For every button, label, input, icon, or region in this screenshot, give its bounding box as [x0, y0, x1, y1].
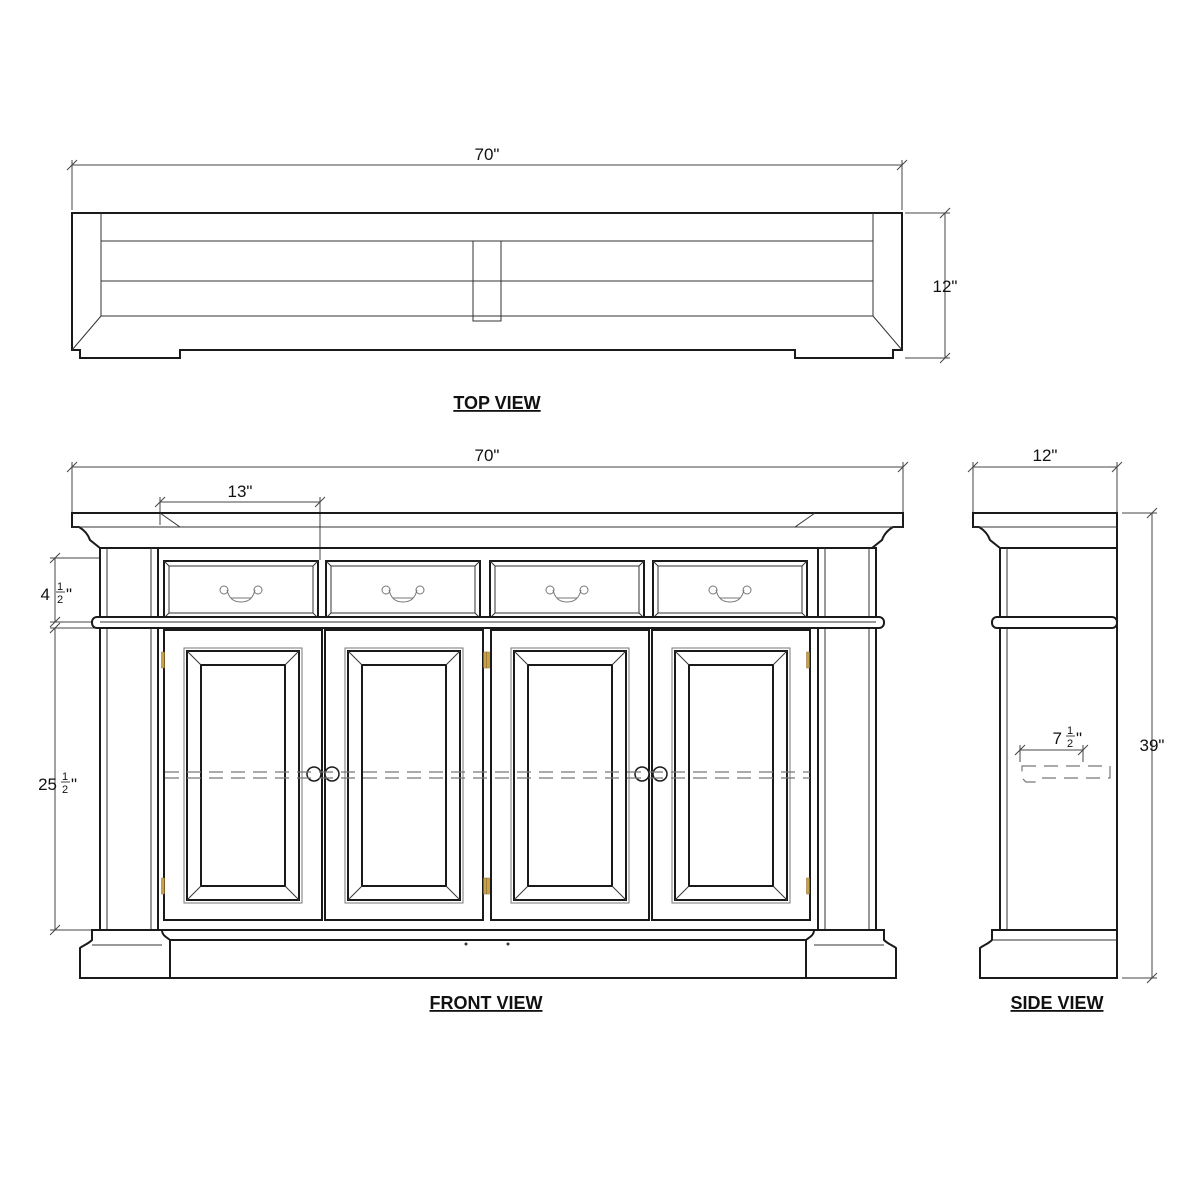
side-height-dimension-line [1122, 507, 1158, 984]
cabinet-height-den: 2 [62, 784, 68, 796]
shelf-depth-den: 2 [1067, 738, 1073, 750]
cabinet-height-label: 25 1 2 " [38, 771, 77, 796]
drawer-height-label: 4 1 2 " [41, 581, 73, 606]
drawer-width-label: 13" [228, 482, 253, 501]
door-4[interactable] [651, 629, 811, 921]
drawer-2[interactable] [325, 560, 481, 619]
cabinet-height-num: 1 [62, 771, 68, 783]
drawer-pull-2[interactable] [381, 585, 425, 603]
side-cornice [972, 512, 1118, 549]
drawer-3[interactable] [489, 560, 645, 619]
side-depth-label: 12" [1033, 446, 1058, 465]
shelf-depth-label: 7 1 2 " [1053, 725, 1083, 750]
side-view: 12" 39" 7 1 2 [967, 446, 1165, 1013]
side-shelf-hidden-line [1021, 765, 1111, 783]
drawer-height-whole: 4 [41, 585, 50, 604]
front-width-label: 70" [475, 446, 500, 465]
front-cornice-details [72, 512, 903, 528]
hinge-3-1 [486, 651, 490, 669]
shelf-depth-unit: " [1076, 729, 1082, 748]
door-2[interactable] [324, 629, 484, 921]
hinge-2-2 [483, 877, 487, 895]
door-knob-4[interactable] [652, 766, 668, 782]
drawer-pull-4[interactable] [708, 585, 752, 603]
door-knob-2[interactable] [324, 766, 340, 782]
cabinet-height-unit: " [71, 775, 77, 794]
hinge-4-1 [806, 651, 810, 669]
drawer-height-num: 1 [57, 581, 63, 593]
cabinet-height-whole: 25 [38, 775, 57, 794]
side-height-label: 39" [1140, 736, 1165, 755]
door-hinges [161, 651, 810, 895]
front-carcass [157, 547, 819, 931]
top-width-label: 70" [475, 145, 500, 164]
side-waist-molding [991, 616, 1118, 629]
base-screw-left [464, 942, 468, 946]
shelf-depth-num: 1 [1067, 725, 1073, 737]
door-row [163, 629, 811, 921]
door-3[interactable] [490, 629, 650, 921]
left-pilaster [99, 547, 159, 931]
drawer-height-unit: " [66, 585, 72, 604]
right-pilaster [817, 547, 877, 931]
drawer-height-den: 2 [57, 594, 63, 606]
shelf-depth-whole: 7 [1053, 729, 1062, 748]
drawer-width-dimension-line [154, 496, 326, 560]
top-depth-dimension-line [905, 207, 951, 364]
top-inner-lines [71, 213, 903, 351]
front-base-rail [169, 939, 807, 979]
side-depth-dimension-line [967, 461, 1123, 512]
front-view-label: FRONT VIEW [430, 993, 543, 1013]
front-cornice [71, 512, 904, 549]
door-knob-1[interactable] [306, 766, 322, 782]
base-screw-right [506, 942, 510, 946]
door-1[interactable] [163, 629, 323, 921]
door-knob-3[interactable] [634, 766, 650, 782]
hinge-1-1 [161, 651, 165, 669]
drawer-pull-1[interactable] [219, 585, 263, 603]
top-depth-label: 12" [933, 277, 958, 296]
drawer-row [163, 560, 808, 619]
shelf-depth-dimension-line [1014, 744, 1089, 762]
waist-molding [91, 616, 885, 629]
front-plinth [79, 929, 171, 979]
hinge-4-2 [806, 877, 810, 895]
hinge-3-2 [486, 877, 490, 895]
top-width-dimension-line [66, 159, 908, 210]
front-plinth-right [805, 929, 897, 979]
side-plinth [979, 929, 1118, 979]
hinge-1-2 [161, 877, 165, 895]
drawer-4[interactable] [652, 560, 808, 619]
hinge-2-1 [483, 651, 487, 669]
top-outline [71, 212, 903, 359]
side-view-label: SIDE VIEW [1010, 993, 1103, 1013]
front-width-dimension-line [66, 461, 909, 512]
top-view-label: TOP VIEW [453, 393, 540, 413]
drawer-pull-3[interactable] [545, 585, 589, 603]
drawer-1[interactable] [163, 560, 319, 619]
top-view: 70" 12" TOP VIEW [66, 145, 958, 413]
front-view: 70" 13" 4 1 2 " [38, 446, 909, 1013]
